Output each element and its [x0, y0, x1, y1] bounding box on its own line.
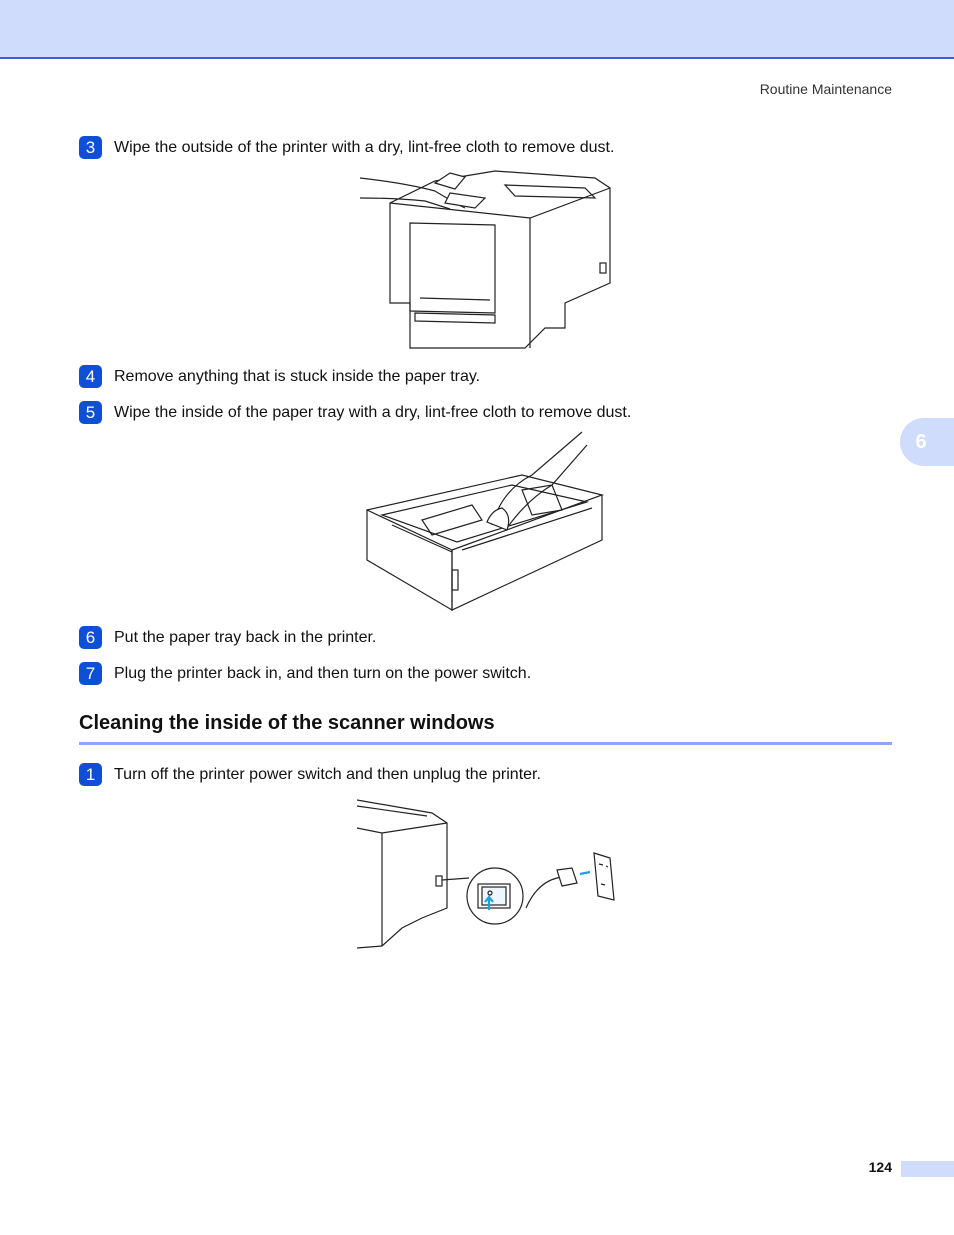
power-switch-unplug-illustration	[356, 799, 615, 949]
section-heading: Cleaning the inside of the scanner windo…	[79, 712, 495, 734]
step-7: 7 Plug the printer back in, and then tur…	[79, 662, 531, 685]
step-number-badge: 5	[79, 401, 102, 424]
step-text: Put the paper tray back in the printer.	[114, 628, 377, 646]
step-number-badge: 3	[79, 136, 102, 159]
paper-tray-illustration	[366, 431, 605, 612]
step-text: Plug the printer back in, and then turn …	[114, 664, 532, 682]
step-number-badge: 7	[79, 662, 102, 685]
section-divider	[79, 742, 892, 745]
step-text: Remove anything that is stuck inside the…	[114, 367, 481, 385]
step-4: 4 Remove anything that is stuck inside t…	[79, 365, 480, 388]
step-text: Wipe the inside of the paper tray with a…	[114, 403, 632, 421]
page-number-bar	[901, 1161, 954, 1177]
page-number: 124	[868, 1159, 892, 1175]
section-step-1: 1 Turn off the printer power switch and …	[79, 763, 541, 786]
running-header: Routine Maintenance	[759, 81, 892, 97]
printer-wiping-illustration	[359, 170, 611, 349]
step-6: 6 Put the paper tray back in the printer…	[79, 626, 376, 649]
step-number-badge: 4	[79, 365, 102, 388]
header-band	[0, 0, 954, 59]
step-number-badge: 6	[79, 626, 102, 649]
step-text: Turn off the printer power switch and th…	[114, 765, 541, 783]
step-number-badge: 1	[79, 763, 102, 786]
step-5: 5 Wipe the inside of the paper tray with…	[79, 401, 631, 424]
step-3: 3 Wipe the outside of the printer with a…	[79, 136, 614, 159]
step-text: Wipe the outside of the printer with a d…	[114, 138, 615, 156]
chapter-tab: 6	[900, 418, 954, 466]
